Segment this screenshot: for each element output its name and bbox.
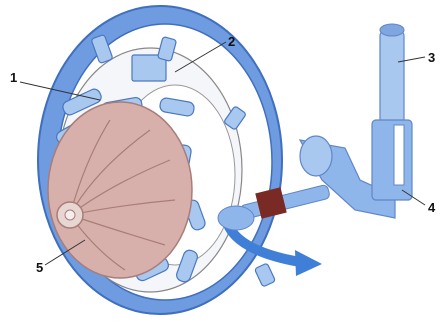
callout-1: 1	[10, 70, 17, 85]
actuator-rod	[372, 24, 412, 200]
vane	[254, 263, 275, 287]
callout-5: 5	[36, 260, 43, 275]
callout-2: 2	[228, 34, 235, 49]
callout-4: 4	[428, 200, 436, 215]
turbine-wheel	[48, 102, 192, 278]
callout-3: 3	[428, 50, 435, 65]
